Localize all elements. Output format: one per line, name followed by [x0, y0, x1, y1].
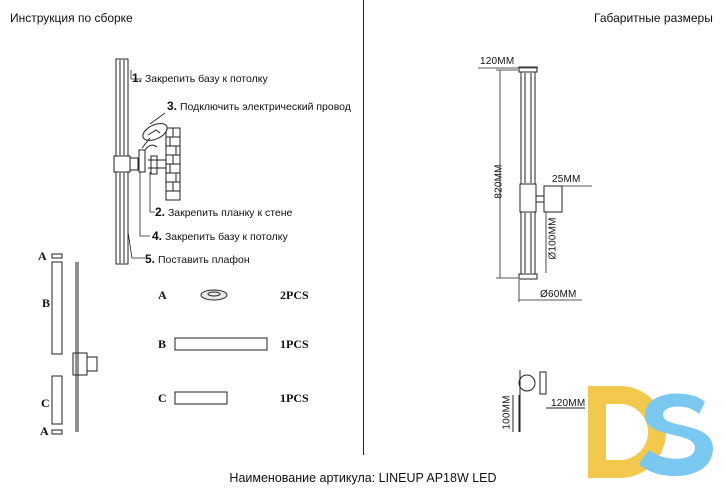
- step-3-number: 3.: [167, 99, 178, 113]
- dim-side-height: 100MM: [501, 395, 513, 430]
- step-1: 1. Закрепить базу к потолку: [132, 71, 268, 85]
- exploded-label-b: B: [42, 296, 51, 310]
- article-footer: Наименование артикула: LINEUP AP18W LED: [0, 471, 726, 485]
- part-c-letter: C: [158, 391, 167, 405]
- step-5: 5. Поставить плафон: [145, 252, 250, 266]
- dim-tube-diameter: Ø60MM: [540, 289, 577, 300]
- exploded-label-a-top: A: [38, 249, 47, 263]
- step-4-number: 4.: [152, 229, 163, 243]
- step-3-text: Подключить электрический провод: [179, 101, 351, 113]
- exploded-label-c: C: [41, 396, 50, 410]
- part-b-letter: B: [158, 337, 167, 351]
- step-4-text: Закрепить базу к потолку: [164, 231, 288, 243]
- dimensions-title: Габаритные размеры: [594, 11, 713, 25]
- step-2-text: Закрепить планку к стене: [167, 207, 293, 219]
- part-a-qty: 2PCS: [280, 288, 309, 302]
- dimension-front-view: [518, 66, 563, 280]
- section-divider: [363, 0, 364, 455]
- footer-article: LINEUP AP18W LED: [378, 471, 497, 485]
- step-5-number: 5.: [145, 252, 156, 266]
- step-1-text: Закрепить базу к потолку: [144, 73, 268, 85]
- step-4: 4. Закрепить базу к потолку: [152, 229, 288, 243]
- part-b-qty: 1PCS: [280, 337, 309, 351]
- bracket-detail: [144, 144, 166, 175]
- assembly-instructions-title: Инструкция по сборке: [10, 11, 133, 25]
- parts-list-shapes: [174, 289, 268, 405]
- part-c-qty: 1PCS: [280, 391, 309, 405]
- brick-wall: [165, 127, 181, 201]
- step-2-number: 2.: [155, 205, 166, 219]
- dim-mount: 25MM: [552, 174, 581, 185]
- dim-height: 820MM: [493, 164, 505, 199]
- step-3: 3. Подключить электрический провод: [167, 99, 351, 113]
- footer-label: Наименование артикула:: [229, 471, 376, 485]
- dim-side-depth: 120MM: [551, 398, 586, 409]
- dimension-lines: [478, 67, 592, 302]
- exploded-parts: [51, 253, 98, 435]
- step-1-number: 1.: [132, 71, 143, 85]
- assembly-lamp: [113, 58, 146, 265]
- wire-connector: [141, 123, 168, 149]
- dim-width: 120MM: [480, 56, 515, 67]
- step-2: 2. Закрепить планку к стене: [155, 205, 292, 219]
- step-5-text: Поставить плафон: [157, 254, 250, 266]
- dim-base-diameter: Ø100MM: [547, 217, 559, 260]
- dimension-side-view: [512, 370, 585, 432]
- exploded-label-a-bottom: A: [40, 424, 49, 438]
- part-a-letter: A: [158, 288, 167, 302]
- leader-lines: [127, 70, 166, 259]
